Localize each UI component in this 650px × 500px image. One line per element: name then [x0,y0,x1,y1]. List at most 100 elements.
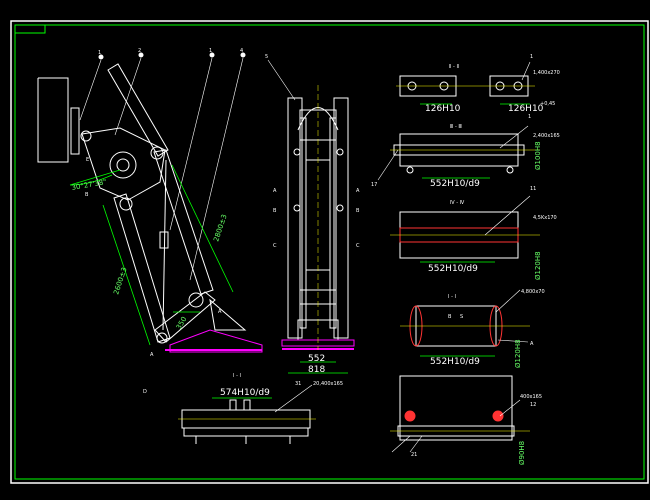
detail-top-dim-right-suffix: +0,45 [540,101,555,107]
leader-text-2: 2 [138,48,141,54]
side-view-dimensions [69,164,234,346]
detail-3-diameter: Ø120H8 [534,251,542,280]
base-wedge [209,298,247,331]
detail-top-leader [521,61,531,81]
front-view [267,59,355,350]
outer-frame [10,20,649,484]
bottom-detail [178,384,316,444]
mounting-bracket [70,107,80,155]
detail-3-dim: 552H10/d9 [428,264,478,274]
detail-2-leader-number: 1 [528,114,531,120]
front-right-b: B [356,208,360,214]
mounting-plate [37,77,69,163]
letter-e: E [86,157,89,163]
detail-2-leader [499,125,529,149]
right-detail-second [377,125,540,181]
inner-frame [14,24,645,480]
letter-a-2: A [150,352,154,358]
mid-pivot [119,197,133,211]
detail-4-leader [495,289,521,313]
front-leader-5 [267,59,296,101]
detail-2-bolt-2 [506,166,514,174]
lower-pivot [188,292,204,308]
lower-link [154,291,216,343]
detail-5-pin-right [492,410,504,422]
bottom-detail-labels: I - I 574H10/d9 31 20,400x165 [220,373,343,398]
detail-5-leader-number: 12 [530,402,536,408]
detail-4-ref-line [497,339,529,343]
leader-3 [169,57,213,231]
right-detail-third [390,195,540,263]
leader-bubble-1 [98,54,104,60]
main-link [81,127,166,201]
front-left-b: B [273,208,277,214]
detail-5-leader [499,399,521,417]
detail-top-dim-left-text: 126H10 [425,104,461,114]
detail-5-frame [399,375,513,441]
detail-3-leader-text: 4,5Kx170 [533,215,557,221]
detail-2-title: Ⅲ - Ⅲ [450,124,462,130]
bottom-detail-lug-2 [243,399,251,411]
bottom-section-title: I - I [233,373,241,379]
angle-arc [69,174,113,186]
detail-top-dim-right-text: 126H10 [508,104,544,114]
front-right-column [333,97,349,339]
bottom-detail-lug-1 [229,399,237,411]
detail-5-leader-text: 400x165 [520,394,542,400]
detail-5-bottom-leader [391,435,411,453]
pivot-hub-inner [116,158,130,172]
detail-4-title: Ⅰ - Ⅰ [448,294,456,300]
letter-b: B [85,192,89,198]
front-right-c: C [356,243,360,249]
front-bolt-1 [293,148,301,156]
bottom-leader-number: 31 [295,381,301,387]
detail-4-leader-text: 4,800x70 [521,289,545,295]
detail-4-diameter: Ø120H8 [514,339,522,368]
front-left-a: A [273,188,277,194]
label-d: D [143,389,147,395]
title-tab [14,24,46,34]
detail-5-pin-left [404,410,416,422]
detail-3-leader-number: 11 [530,186,536,192]
detail-top-leader-number: 1 [530,54,533,60]
upper-pivot [150,146,164,160]
leader-1 [79,59,102,121]
right-detail-fourth-labels: Ⅰ - Ⅰ 4,800x70 552H10/d9 Ø120H8 B S A [430,289,545,368]
dim-mid-text: 2800±3 [212,213,228,242]
front-bolt-2 [336,148,344,156]
detail-2-side-leader [377,149,399,181]
detail-5-bottom-leader-2 [409,435,423,453]
right-detail-top-labels: Ⅱ - Ⅱ 1 1,400x270 126H10 126H10 +0,45 [425,54,560,114]
front-bolt-4 [336,204,344,212]
detail-4-label-b: B [448,314,452,320]
detail-5-diameter: Ø90H8 [518,441,526,465]
right-detail-fifth [390,375,530,453]
dim-line-long [102,204,151,346]
dim-long-text: 2600±3 [112,266,128,295]
pivot-hub [109,151,137,179]
detail-2-diameter: Ø100H8 [534,141,542,170]
front-right-inner [329,117,337,329]
wall-pivot [80,130,92,142]
right-detail-third-labels: Ⅳ - Ⅳ 11 4,5Kx170 552H10/d9 Ø120H8 [428,186,557,280]
leader-2 [114,57,142,136]
leader-4 [189,57,244,281]
side-view-labels: 2600±3 2800±3 350 30°27'38" 1 2 1 4 E B … [71,48,243,395]
detail-3-leader [484,195,531,236]
detail-3-title: Ⅳ - Ⅳ [450,200,465,206]
detail-top-title: Ⅱ - Ⅱ [449,64,459,70]
leader-bubble-3 [209,52,215,58]
inner-rod [162,159,167,331]
detail-top-leader-text: 1,400x270 [533,70,560,76]
side-base [169,329,263,353]
detail-4-dim: 552H10/d9 [430,357,480,367]
right-detail-second-labels: Ⅲ - Ⅲ 1 2,400x165 552H10/d9 17 Ø100H8 [371,114,560,189]
leader-text-4: 4 [240,48,243,54]
bottom-detail-leader [274,384,313,413]
front-left-c: C [273,243,277,249]
right-detail-fifth-labels: 12 400x165 21 Ø90H8 [411,394,542,465]
detail-2-dim: 552H10/d9 [430,179,480,189]
side-view [37,52,263,353]
right-detail-fourth [400,289,530,357]
